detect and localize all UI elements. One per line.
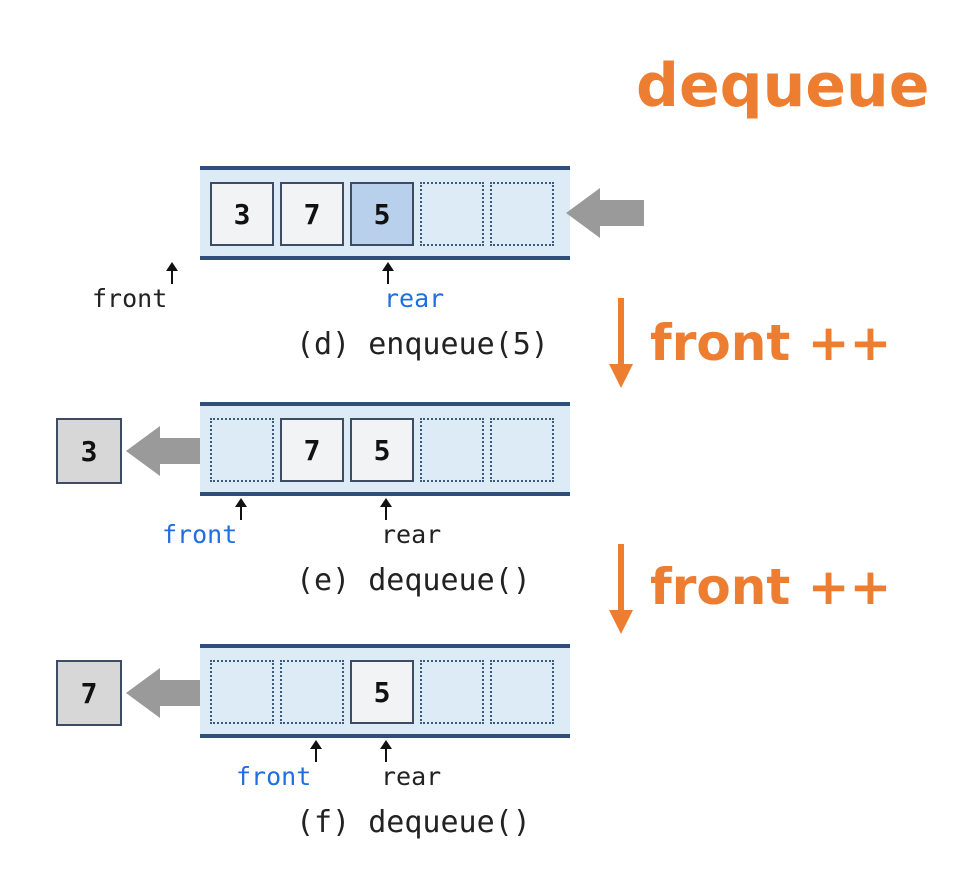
rear-pointer-label: rear xyxy=(384,284,445,313)
queue-cell-empty xyxy=(490,182,554,246)
queue-cell-empty xyxy=(210,418,274,482)
queue-cell-empty xyxy=(210,660,274,724)
left-arrow-icon xyxy=(126,668,204,718)
step-caption: (e) dequeue() xyxy=(296,563,531,598)
down-arrow-icon xyxy=(609,298,633,388)
queue-cell-new: 5 xyxy=(350,182,414,246)
up-arrow-icon xyxy=(310,740,322,762)
queue-d: 3 7 5 xyxy=(200,166,570,260)
pointer-update-note: front ++ xyxy=(650,314,892,372)
step-caption: (d) enqueue(5) xyxy=(296,327,549,362)
queue-cell: 7 xyxy=(280,182,344,246)
down-arrow-icon xyxy=(609,544,633,634)
queue-f: 5 xyxy=(200,644,570,738)
queue-cell-empty xyxy=(420,182,484,246)
up-arrow-icon xyxy=(235,498,247,520)
step-caption: (f) dequeue() xyxy=(296,805,531,840)
left-arrow-icon xyxy=(566,188,644,238)
queue-cell: 3 xyxy=(210,182,274,246)
left-arrow-icon xyxy=(126,426,204,476)
rear-pointer-label: rear xyxy=(381,520,442,549)
front-pointer-label: front xyxy=(162,520,238,549)
queue-cell: 5 xyxy=(350,418,414,482)
queue-cell-empty xyxy=(490,418,554,482)
queue-cell: 5 xyxy=(350,660,414,724)
pointer-update-note: front ++ xyxy=(650,558,892,616)
front-pointer-label: front xyxy=(236,762,312,791)
queue-cell-empty xyxy=(420,660,484,724)
up-arrow-icon xyxy=(380,740,392,762)
queue-cell-empty xyxy=(280,660,344,724)
front-pointer-label: front xyxy=(92,284,168,313)
queue-cell-empty xyxy=(420,418,484,482)
diagram-title: dequeue xyxy=(636,51,930,121)
queue-cell: 7 xyxy=(280,418,344,482)
dequeued-value: 7 xyxy=(56,660,122,726)
queue-e: 7 5 xyxy=(200,402,570,496)
queue-cell-empty xyxy=(490,660,554,724)
dequeued-value: 3 xyxy=(56,418,122,484)
rear-pointer-label: rear xyxy=(381,762,442,791)
up-arrow-icon xyxy=(380,498,392,520)
up-arrow-icon xyxy=(166,262,178,284)
up-arrow-icon xyxy=(382,262,394,284)
